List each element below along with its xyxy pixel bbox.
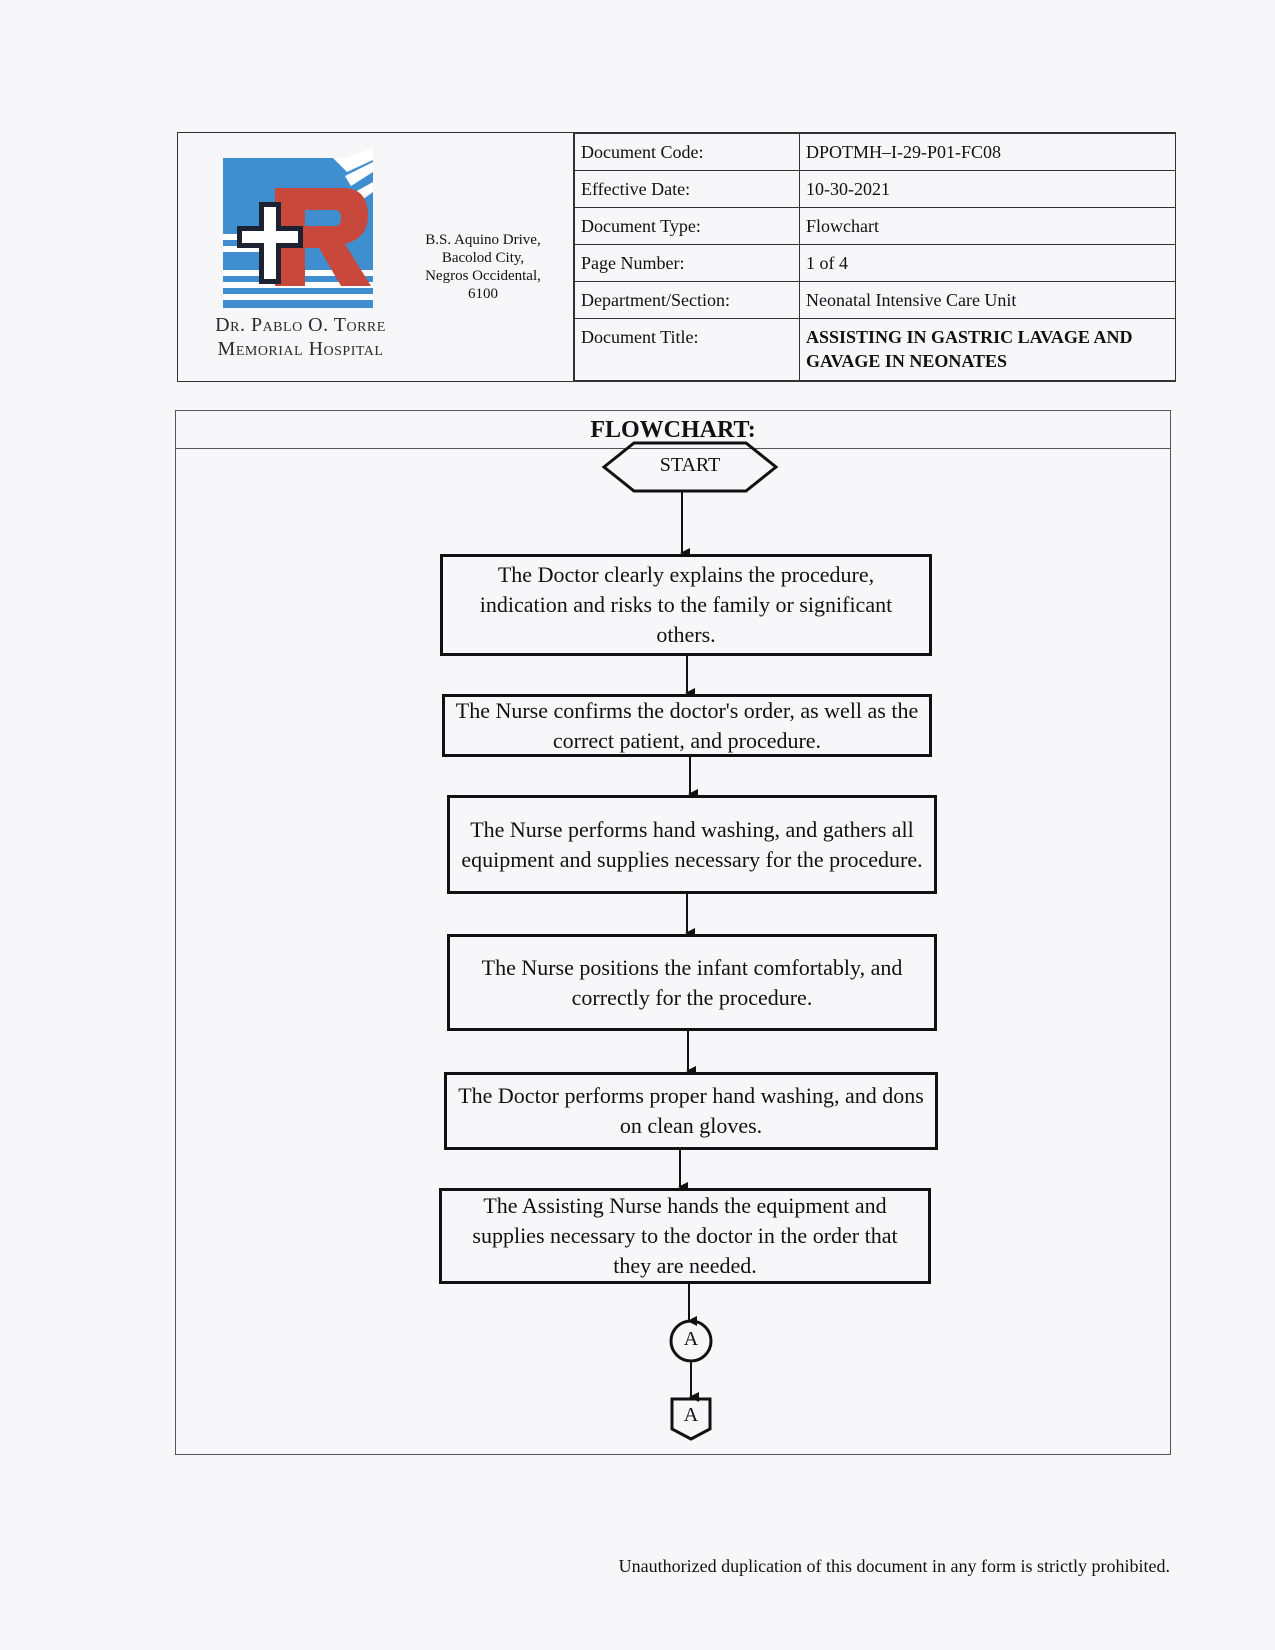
start-label: START — [659, 454, 721, 476]
address-line: Negros Occidental, — [425, 268, 541, 284]
start-terminal-shape — [601, 441, 779, 493]
info-row-code: Document Code: DPOTMH–I-29-P01-FC08 — [574, 133, 1176, 171]
address-line: Bacolod City, — [441, 250, 525, 266]
on-page-connector-label: A — [683, 1328, 699, 1350]
flowchart-step: The Assisting Nurse hands the equipment … — [439, 1188, 931, 1284]
hospital-name-line1: Dr. Pablo O. Torre — [215, 314, 386, 336]
info-label: Effective Date: — [574, 170, 800, 208]
logo-cell: Dr. Pablo O. Torre Memorial Hospital B.S… — [178, 133, 574, 381]
off-page-connector-shape — [670, 1397, 712, 1441]
off-page-connector-label: A — [683, 1404, 699, 1426]
flowchart-step: The Doctor performs proper hand washing,… — [444, 1072, 938, 1150]
info-row-title: Document Title: ASSISTING IN GASTRIC LAV… — [574, 318, 1176, 381]
info-label: Document Title: — [574, 318, 800, 381]
info-label: Page Number: — [574, 244, 800, 282]
flowchart-frame: FLOWCHART: START The Doctor clearly expl… — [175, 410, 1171, 1455]
info-value: Neonatal Intensive Care Unit — [799, 281, 1176, 319]
address-line: B.S. Aquino Drive, — [425, 232, 541, 248]
info-label: Department/Section: — [574, 281, 800, 319]
info-label: Document Code: — [574, 133, 800, 171]
flowchart-step: The Nurse positions the infant comfortab… — [447, 934, 937, 1031]
flowchart-step: The Nurse performs hand washing, and gat… — [447, 795, 937, 894]
info-row-type: Document Type: Flowchart — [574, 207, 1176, 245]
hospital-name-line2: Memorial Hospital — [217, 338, 384, 360]
info-value: DPOTMH–I-29-P01-FC08 — [799, 133, 1176, 171]
info-row-page: Page Number: 1 of 4 — [574, 244, 1176, 282]
info-value: 1 of 4 — [799, 244, 1176, 282]
document-header: Dr. Pablo O. Torre Memorial Hospital B.S… — [177, 132, 1176, 382]
flowchart-step: The Nurse confirms the doctor's order, a… — [442, 694, 932, 757]
info-value: 10-30-2021 — [799, 170, 1176, 208]
hospital-address: B.S. Aquino Drive, Bacolod City, Negros … — [408, 231, 558, 302]
flowchart-heading: FLOWCHART: — [176, 411, 1170, 449]
document-info-table: Document Code: DPOTMH–I-29-P01-FC08 Effe… — [574, 133, 1176, 381]
hospital-name: Dr. Pablo O. Torre Memorial Hospital — [193, 313, 408, 361]
address-line: 6100 — [468, 286, 498, 302]
hospital-logo-icon — [223, 148, 373, 308]
footer-notice: Unauthorized duplication of this documen… — [618, 1556, 1170, 1576]
info-row-department: Department/Section: Neonatal Intensive C… — [574, 281, 1176, 319]
flowchart-step: The Doctor clearly explains the procedur… — [440, 554, 932, 656]
info-label: Document Type: — [574, 207, 800, 245]
document-title: ASSISTING IN GASTRIC LAVAGE AND GAVAGE I… — [799, 318, 1176, 381]
info-row-date: Effective Date: 10-30-2021 — [574, 170, 1176, 208]
info-value: Flowchart — [799, 207, 1176, 245]
flowchart-connectors — [601, 441, 779, 1441]
